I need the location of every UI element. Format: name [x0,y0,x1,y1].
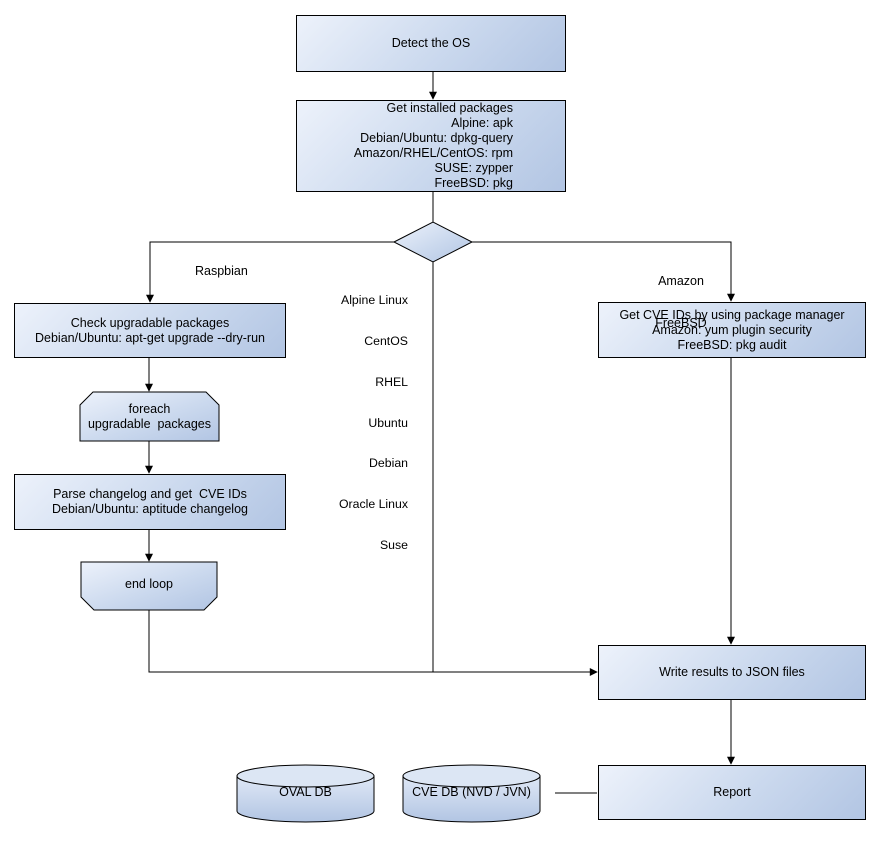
node-parse-changelog: Parse changelog and get CVE IDs Debian/U… [14,474,286,530]
node-report: Report [598,765,866,820]
edge-label-amazon-freebsd: Amazon FreeBSD [655,274,707,330]
node-label: Write results to JSON files [659,665,805,679]
node-line: FreeBSD: pkg audit [677,337,787,352]
end-loop-shape [80,561,218,611]
connector-decision-to-get-cve [472,241,735,302]
connector-decision-to-check-upgradable [146,241,394,303]
edge-label-raspbian: Raspbian [195,264,248,278]
foreach-loop-shape [79,391,220,442]
node-line: FreeBSD: pkg [434,176,513,190]
oval-db-cylinder [236,764,375,823]
node-label: Detect the OS [391,36,471,50]
node-line: Alpine: apk [451,116,513,130]
node-line: Amazon/RHEL/CentOS: rpm [353,146,513,160]
node-line: Amazon: yum plugin security [652,322,812,337]
node-get-cve-by-package-manager: Get CVE IDs by using package manager Ama… [598,302,866,358]
edge-label-os-list: Alpine Linux CentOS RHEL Ubuntu Debian O… [338,293,408,552]
node-line: Check upgradable packages [70,315,230,330]
connector-endloop-to-write-json [148,610,598,676]
node-line: Parse changelog and get CVE IDs [53,487,247,501]
node-line: Debian/Ubuntu: dpkg-query [360,131,513,145]
node-line: Debian/Ubuntu: aptitude changelog [52,502,248,516]
node-label: Report [713,785,751,799]
decision-diamond [392,221,474,263]
node-line: Get CVE IDs by using package manager [619,307,845,322]
cve-db-cylinder [402,764,541,823]
node-line: Get installed packages [386,101,513,115]
node-get-installed-packages: Get installed packages Alpine: apk Debia… [296,100,566,192]
node-write-results-json: Write results to JSON files [598,645,866,700]
node-check-upgradable-packages: Check upgradable packages Debian/Ubuntu:… [14,303,286,358]
node-detect-os: Detect the OS [296,15,566,72]
node-line: SUSE: zypper [434,161,513,175]
node-line: Debian/Ubuntu: apt-get upgrade --dry-run [35,330,265,345]
